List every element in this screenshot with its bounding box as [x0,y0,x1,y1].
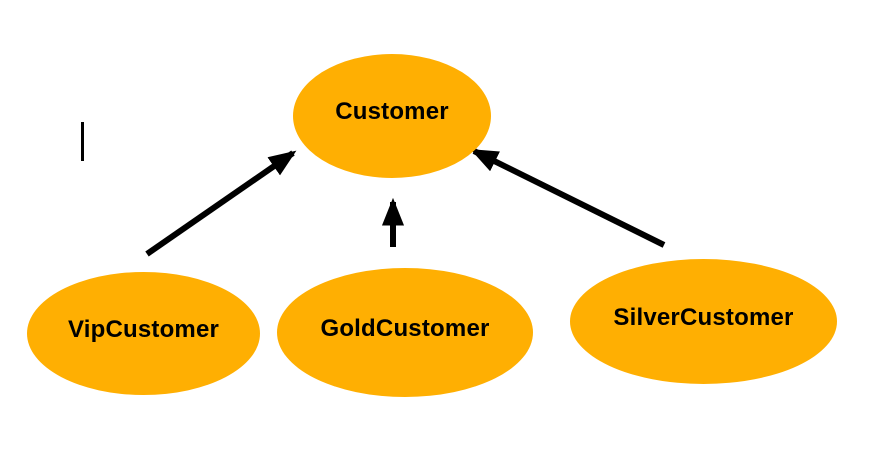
inheritance-arrow-vip-to-customer[interactable] [145,150,297,257]
text-cursor [81,122,84,161]
inheritance-arrow-silver-to-customer[interactable] [470,148,666,248]
node-customer-label: Customer [335,98,449,125]
node-silver-customer-label: SilverCustomer [613,303,794,331]
node-vip-customer[interactable]: VipCustomer [27,272,260,395]
node-silver-customer[interactable]: SilverCustomer [570,259,837,384]
node-customer[interactable]: Customer [293,54,491,178]
node-gold-customer-label: GoldCustomer [320,314,490,342]
node-vip-customer-label: VipCustomer [67,315,220,343]
node-gold-customer[interactable]: GoldCustomer [277,268,533,397]
